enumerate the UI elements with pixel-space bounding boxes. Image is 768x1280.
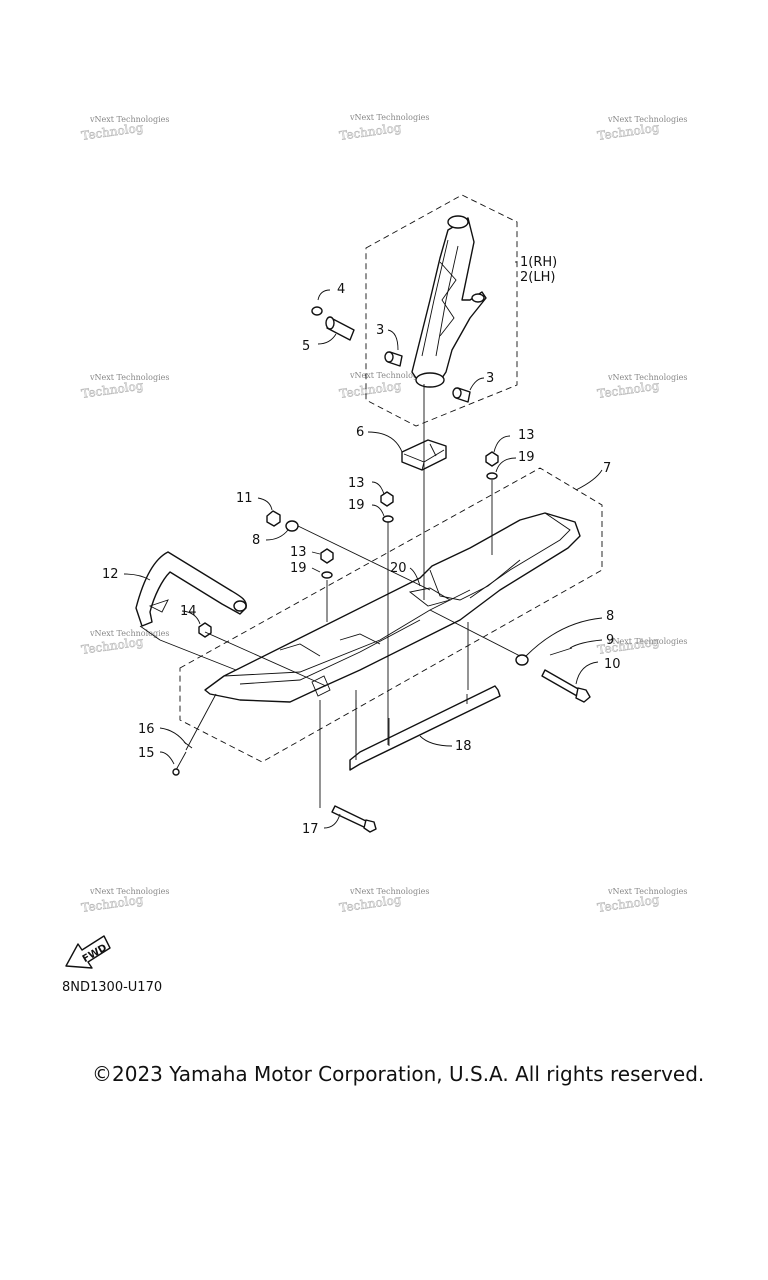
callout-7: 7 <box>603 461 611 476</box>
watermark-text: vNext Technologies <box>89 373 169 382</box>
watermark-text: vNext Technologies <box>607 373 687 382</box>
callout-12: 12 <box>102 567 119 582</box>
cap-part-4 <box>311 306 323 316</box>
watermark: Technolog vNext Technologies <box>80 887 169 915</box>
diagram-reference-code: 8ND1300-U170 <box>62 980 163 995</box>
callout-14: 14 <box>180 604 197 619</box>
fwd-arrow-icon: FWD <box>65 935 111 969</box>
callouts: 1(RH) 2(LH) 3 3 4 5 6 7 8 8 9 10 11 12 1… <box>102 255 621 837</box>
watermark-text: vNext Technologies <box>607 887 687 896</box>
callout-10: 10 <box>604 657 621 672</box>
watermark-text: vNext Technologies <box>349 113 429 122</box>
wear-bar-part-18 <box>349 685 501 771</box>
nut-part-14 <box>198 622 212 638</box>
callout-8-left: 8 <box>252 533 260 548</box>
callout-15: 15 <box>138 746 155 761</box>
svg-text:Technolog: Technolog <box>338 120 402 143</box>
callout-9: 9 <box>606 633 614 648</box>
washer-part-19-left <box>321 571 333 579</box>
bushing-part-3-lower <box>452 387 471 403</box>
callout-18: 18 <box>455 739 472 754</box>
callout-16: 16 <box>138 722 155 737</box>
watermark-text: vNext Technologies <box>89 115 169 124</box>
callout-19-right: 19 <box>518 450 535 465</box>
callout-13-right: 13 <box>518 428 535 443</box>
bushing-part-3-upper <box>384 351 403 367</box>
callout-5: 5 <box>302 339 310 354</box>
copyright-notice: ©2023 Yamaha Motor Corporation, U.S.A. A… <box>92 1062 705 1086</box>
bolt-part-15 <box>172 751 187 776</box>
nut-part-11 <box>266 510 281 527</box>
watermark: Technolog vNext Technologies <box>80 115 169 143</box>
callout-3-upper: 3 <box>376 323 384 338</box>
nut-part-13-right <box>485 451 499 467</box>
watermark-text: vNext Technologies <box>89 887 169 896</box>
callout-8-right: 8 <box>606 609 614 624</box>
nut-part-13-left <box>320 548 334 564</box>
ski-part-7 <box>204 512 581 703</box>
callout-2: 2(LH) <box>520 270 555 285</box>
watermark-text: vNext Technologies <box>349 887 429 896</box>
callout-17: 17 <box>302 822 319 837</box>
callout-20: 20 <box>390 561 407 576</box>
callout-leaders <box>123 261 603 829</box>
bolt-part-10 <box>541 669 591 703</box>
callout-13-mid: 13 <box>348 476 365 491</box>
callout-19-mid: 19 <box>348 498 365 513</box>
svg-text:Technolog: Technolog <box>338 378 402 401</box>
watermark: Technolog vNext Technologies <box>80 373 169 401</box>
watermark-text: vNext Technologies <box>349 371 429 380</box>
watermark-text: vNext Technologies <box>607 115 687 124</box>
watermark-group: Technolog vNext Technologies Technolog v… <box>80 113 687 915</box>
watermark: Technolog vNext Technologies <box>338 113 429 143</box>
assembly-lines <box>139 384 521 808</box>
callout-6: 6 <box>356 425 364 440</box>
watermark-text: vNext Technologies <box>607 637 687 646</box>
callout-1: 1(RH) <box>520 255 557 270</box>
ski-assembly-box <box>179 467 603 763</box>
callout-3-lower: 3 <box>486 371 494 386</box>
washer-part-19-mid <box>382 515 394 523</box>
handle-part-12 <box>135 551 247 627</box>
pin-part-9 <box>549 647 573 656</box>
watermark-text: vNext Technologies <box>89 629 169 638</box>
washer-part-19-right <box>486 472 498 480</box>
watermark: Technolog vNext Technologies <box>596 887 687 915</box>
spindle-assembly-box <box>365 194 518 427</box>
callout-19-left: 19 <box>290 561 307 576</box>
watermark: Technolog vNext Technologies <box>596 373 687 401</box>
ski-spindle <box>411 215 487 388</box>
callout-11: 11 <box>236 491 253 506</box>
washer-part-8-right <box>515 654 529 666</box>
washer-part-8-left <box>285 520 299 532</box>
watermark: Technolog vNext Technologies <box>338 887 429 915</box>
watermark: Technolog vNext Technologies <box>596 115 687 143</box>
callout-4: 4 <box>337 282 345 297</box>
callout-13-left: 13 <box>290 545 307 560</box>
watermark: Technolog vNext Technologies <box>80 629 169 657</box>
nut-part-13-mid <box>380 491 394 507</box>
bolt-part-17 <box>331 805 377 833</box>
collar-part-5 <box>325 316 355 341</box>
